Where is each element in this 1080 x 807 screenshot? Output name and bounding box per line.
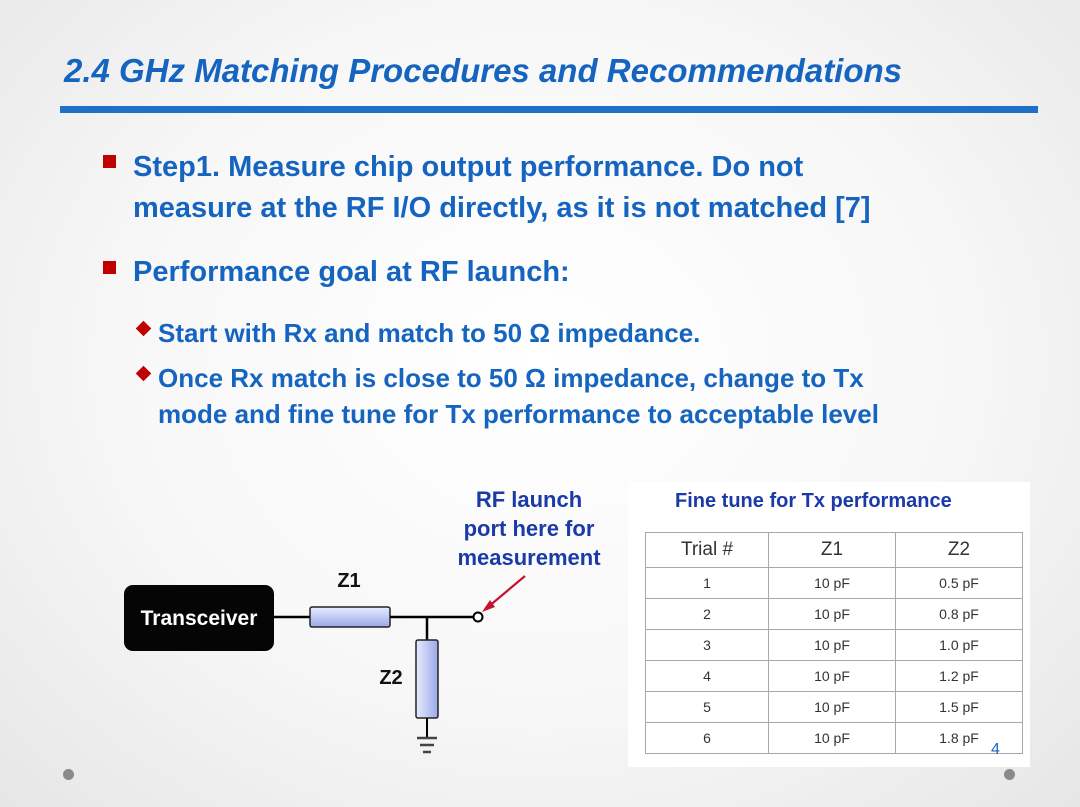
transceiver-label: Transceiver xyxy=(141,607,258,630)
rf-launch-line1: RF launch xyxy=(475,487,583,512)
column-header-trial: Trial # xyxy=(645,532,769,568)
cell-z1: 10 pF xyxy=(768,567,896,599)
z1-label: Z1 xyxy=(337,570,360,592)
page-number: 4 xyxy=(991,741,1000,758)
table-header-row: Trial # Z1 Z2 xyxy=(645,532,1023,568)
table-row: 5 10 pF 1.5 pF xyxy=(645,691,1023,723)
cell-trial: 4 xyxy=(645,660,769,692)
table-title: Fine tune for Tx performance xyxy=(675,490,952,512)
cell-z2: 0.5 pF xyxy=(895,567,1023,599)
cell-z2: 1.5 pF xyxy=(895,691,1023,723)
ground-icon xyxy=(417,736,437,754)
slide-dot-decoration xyxy=(1004,769,1015,780)
cell-z1: 10 pF xyxy=(768,660,896,692)
table-row: 1 10 pF 0.5 pF xyxy=(645,567,1023,599)
cell-z2: 1.2 pF xyxy=(895,660,1023,692)
sub-bullet-rx: Start with Rx and match to 50 Ω impedanc… xyxy=(158,315,1038,351)
z1-component xyxy=(309,606,391,628)
sub-bullet-tx-line2: mode and fine tune for Tx performance to… xyxy=(158,399,879,429)
cell-trial: 5 xyxy=(645,691,769,723)
table-row: 2 10 pF 0.8 pF xyxy=(645,598,1023,630)
cell-z2: 1.8 pF xyxy=(895,722,1023,754)
cell-trial: 1 xyxy=(645,567,769,599)
bullet-step1-line2: measure at the RF I/O directly, as it is… xyxy=(133,192,871,224)
rf-launch-line2: port here for xyxy=(463,516,595,541)
trials-table: Trial # Z1 Z2 1 10 pF 0.5 pF 2 10 pF 0.8… xyxy=(645,532,1023,754)
cell-z1: 10 pF xyxy=(768,629,896,661)
table-row: 4 10 pF 1.2 pF xyxy=(645,660,1023,692)
bullet-marker xyxy=(103,155,116,168)
slide-title: 2.4 GHz Matching Procedures and Recommen… xyxy=(64,52,903,89)
cell-z1: 10 pF xyxy=(768,598,896,630)
column-header-z2: Z2 xyxy=(895,532,1023,568)
cell-z2: 0.8 pF xyxy=(895,598,1023,630)
slide-dot-decoration xyxy=(63,769,74,780)
cell-z1: 10 pF xyxy=(768,722,896,754)
z2-label: Z2 xyxy=(379,667,402,689)
transceiver-block: Transceiver xyxy=(124,585,274,651)
table-row: 3 10 pF 1.0 pF xyxy=(645,629,1023,661)
sub-bullet-tx: Once Rx match is close to 50 Ω impedance… xyxy=(158,360,1038,432)
bullet-performance-goal: Performance goal at RF launch: xyxy=(133,256,570,288)
cell-z1: 10 pF xyxy=(768,691,896,723)
sub-bullet-rx-line1: Start with Rx and match to 50 Ω impedanc… xyxy=(158,318,701,348)
bullet-step1-line1: Step1. Measure chip output performance. … xyxy=(133,151,804,183)
rf-port-node xyxy=(472,611,484,623)
bullet-marker xyxy=(103,261,116,274)
table-row: 6 10 pF 1.8 pF xyxy=(645,722,1023,754)
bullet-step1: Step1. Measure chip output performance. … xyxy=(133,147,1033,229)
sub-bullet-tx-line1: Once Rx match is close to 50 Ω impedance… xyxy=(158,363,864,393)
cell-trial: 3 xyxy=(645,629,769,661)
column-header-z1: Z1 xyxy=(768,532,896,568)
cell-trial: 6 xyxy=(645,722,769,754)
rf-launch-label: RF launch port here for measurement xyxy=(440,485,618,572)
z2-component xyxy=(415,639,439,719)
cell-trial: 2 xyxy=(645,598,769,630)
cell-z2: 1.0 pF xyxy=(895,629,1023,661)
rf-launch-line3: measurement xyxy=(457,545,601,570)
pointer-arrow-icon xyxy=(482,575,526,612)
title-underline xyxy=(60,106,1038,113)
